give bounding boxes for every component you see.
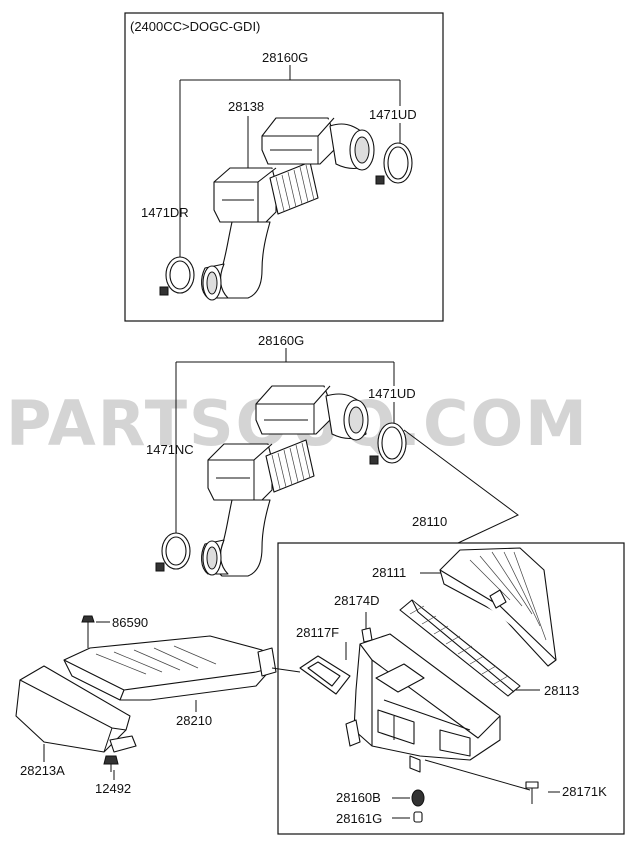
label-28160G-top[interactable]: 28160G	[262, 50, 308, 65]
label-1471UD-top[interactable]: 1471UD	[369, 107, 417, 122]
label-28160G-mid[interactable]: 28160G	[258, 333, 304, 348]
label-28110[interactable]: 28110	[412, 514, 447, 529]
label-28160B[interactable]: 28160B	[336, 790, 381, 805]
label-28174D[interactable]: 28174D	[334, 593, 380, 608]
top-box-frame	[124, 12, 444, 322]
bolt-28171K	[525, 781, 539, 804]
engine-label: (2400CC>DOGC-GDI)	[130, 19, 260, 34]
label-28213A[interactable]: 28213A	[20, 763, 65, 778]
duct-section: 86590 28210 28213A 12492	[15, 615, 301, 796]
top-box: (2400CC>DOGC-GDI) 28160G 28138 1471UD 14…	[124, 12, 444, 322]
intake-hose-drawing-mid	[155, 385, 407, 577]
label-28138[interactable]: 28138	[228, 99, 264, 114]
clip	[361, 627, 373, 643]
label-28161G[interactable]: 28161G	[336, 811, 382, 826]
screw-86590	[81, 615, 95, 648]
air-cleaner-cover	[439, 547, 557, 667]
label-1471DR[interactable]: 1471DR	[141, 205, 189, 220]
air-cleaner-frame	[277, 542, 625, 835]
label-1471UD-mid[interactable]: 1471UD	[368, 386, 416, 401]
label-12492[interactable]: 12492	[95, 781, 131, 796]
gasket	[299, 655, 351, 695]
label-1471NC[interactable]: 1471NC	[146, 442, 194, 457]
guard	[15, 665, 137, 753]
collar	[413, 811, 423, 823]
filter-element	[399, 599, 521, 697]
air-duct	[63, 635, 301, 701]
label-28111[interactable]: 28111	[372, 565, 406, 580]
intake-hose-drawing-top	[159, 117, 413, 301]
insulator	[411, 789, 425, 807]
bolt-12492	[103, 755, 119, 772]
label-28117F[interactable]: 28117F	[296, 625, 339, 640]
middle-section: 28160G 1471UD 1471NC	[146, 333, 519, 577]
label-28171K[interactable]: 28171K	[562, 784, 607, 799]
label-28113[interactable]: 28113	[544, 683, 579, 698]
air-cleaner-housing	[345, 633, 501, 773]
air-cleaner-box: 28110 28111 28174D 28117F 28113 28160B 2…	[277, 514, 625, 835]
label-86590[interactable]: 86590	[112, 615, 148, 630]
label-28210[interactable]: 28210	[176, 713, 212, 728]
